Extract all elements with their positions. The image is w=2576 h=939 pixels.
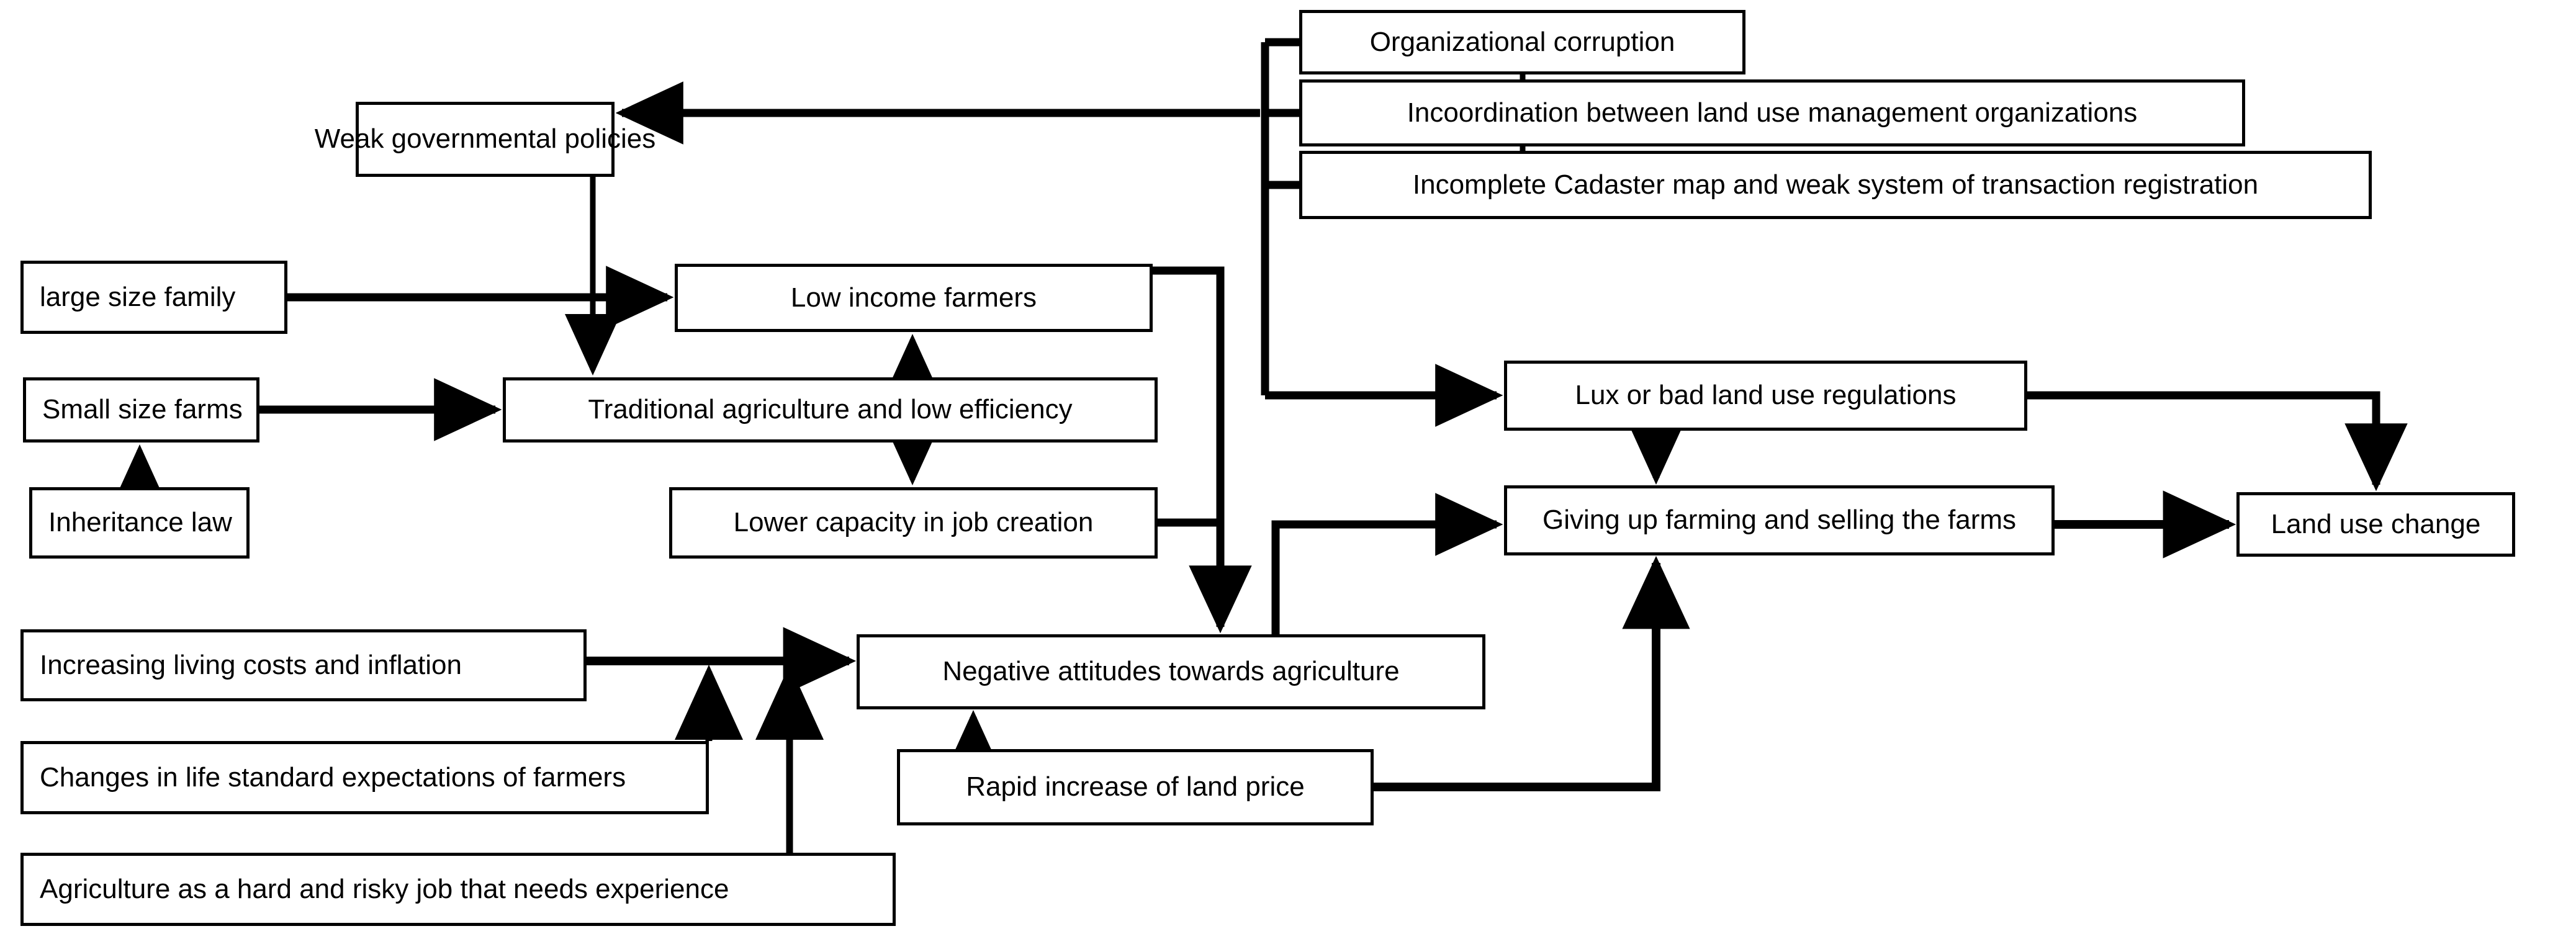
node-label: Land use change (2271, 508, 2481, 539)
node-label: Giving up farming and selling the farms (1542, 505, 2017, 536)
edge-low-income-to-negative-attitudes (1153, 266, 1252, 634)
node-low-income-farmers[interactable]: Low income farmers (675, 264, 1153, 332)
node-rapid-increase-of-land-price[interactable]: Rapid increase of land price (897, 749, 1374, 825)
node-label: Incoordination between land use manageme… (1407, 97, 2138, 128)
node-traditional-agriculture-low-efficiency[interactable]: Traditional agriculture and low efficien… (503, 377, 1158, 443)
node-inheritance-law[interactable]: Inheritance law (29, 487, 250, 559)
node-organizational-corruption[interactable]: Organizational corruption (1299, 10, 1745, 74)
node-label: large size family (40, 281, 236, 312)
node-incomplete-cadaster-map[interactable]: Incomplete Cadaster map and weak system … (1299, 151, 2372, 219)
node-label: Rapid increase of land price (966, 771, 1305, 802)
node-incoordination-between-organizations[interactable]: Incoordination between land use manageme… (1299, 79, 2245, 146)
node-changes-in-life-standard-expectations[interactable]: Changes in life standard expectations of… (20, 741, 709, 814)
node-label: Agriculture as a hard and risky job that… (40, 873, 729, 904)
node-agriculture-hard-risky-job[interactable]: Agriculture as a hard and risky job that… (20, 853, 896, 926)
node-increasing-living-costs-inflation[interactable]: Increasing living costs and inflation (20, 629, 587, 701)
node-label: Lower capacity in job creation (733, 507, 1094, 538)
edge-negative-attitudes-to-giving-up (1271, 493, 1503, 634)
edge-lux-regulations-to-land-use-change (2027, 391, 2408, 492)
node-label: Incomplete Cadaster map and weak system … (1412, 169, 2259, 200)
node-label: Low income farmers (790, 282, 1037, 313)
node-land-use-change[interactable]: Land use change (2236, 492, 2515, 557)
node-label: Organizational corruption (1369, 26, 1675, 57)
node-label: Small size farms (42, 394, 243, 425)
node-small-size-farms[interactable]: Small size farms (23, 377, 259, 443)
node-lower-capacity-in-job-creation[interactable]: Lower capacity in job creation (669, 487, 1158, 559)
node-label: Traditional agriculture and low efficien… (588, 394, 1073, 425)
node-weak-governmental-policies[interactable]: Weak governmental policies (315, 102, 655, 177)
node-label: Negative attitudes towards agriculture (942, 656, 1400, 687)
node-label: Inheritance law (48, 507, 232, 538)
node-label: Changes in life standard expectations of… (40, 762, 626, 793)
node-giving-up-farming-selling-farms[interactable]: Giving up farming and selling the farms (1504, 485, 2055, 555)
node-lux-or-bad-land-use-regulations[interactable]: Lux or bad land use regulations (1504, 361, 2027, 431)
node-negative-attitudes-towards-agriculture[interactable]: Negative attitudes towards agriculture (857, 634, 1485, 709)
node-label: Weak governmental policies (314, 124, 656, 155)
node-label: Increasing living costs and inflation (40, 649, 462, 680)
node-large-size-family[interactable]: large size family (20, 261, 287, 334)
node-label: Lux or bad land use regulations (1575, 380, 1957, 411)
